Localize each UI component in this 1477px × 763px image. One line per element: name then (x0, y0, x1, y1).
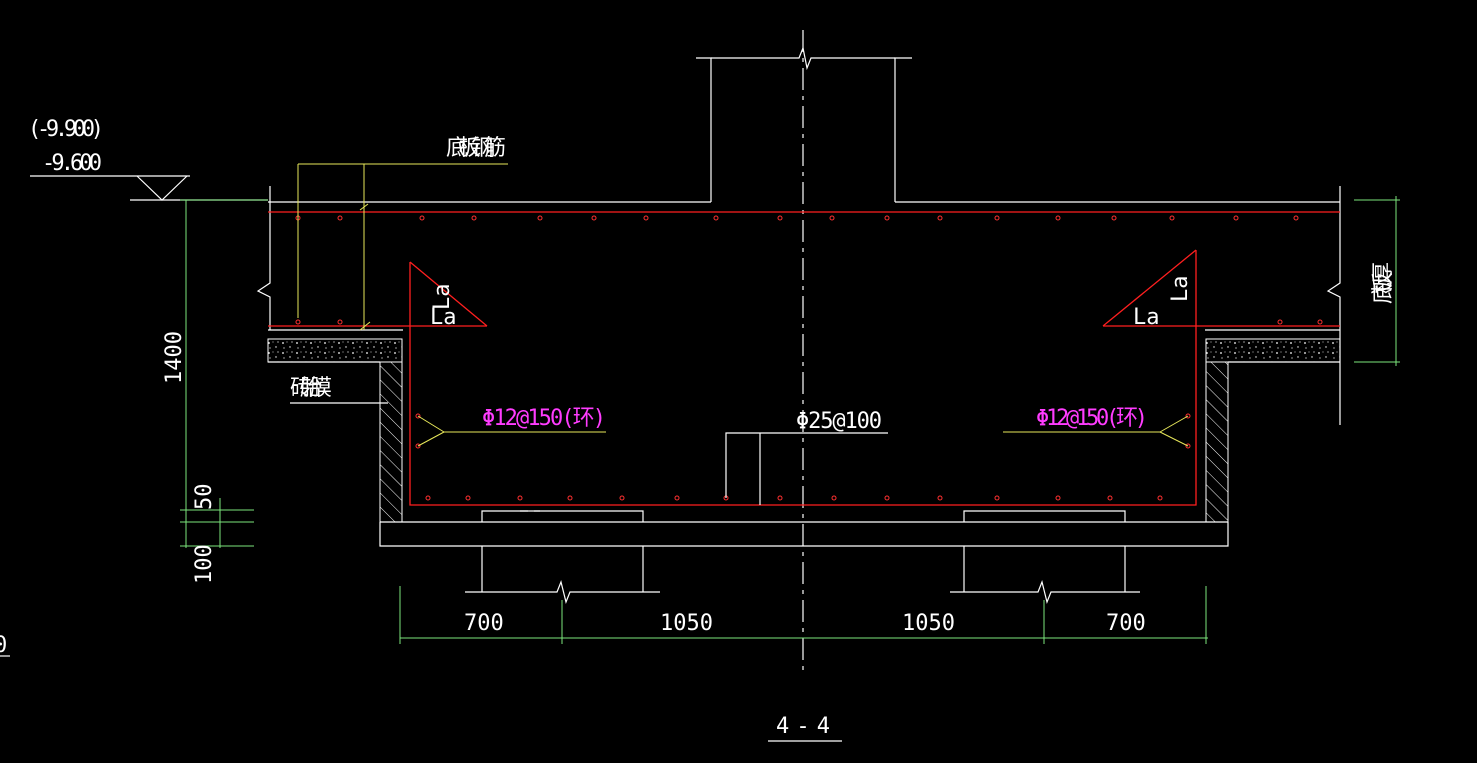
pit-bottom (379, 521, 1229, 547)
leader-lines (297, 163, 1189, 447)
membrane-label: 砖胎膜 (290, 376, 332, 401)
slab-rebar-label: 底板钢筋 (446, 136, 506, 161)
rebar (268, 211, 1340, 506)
elevation-marker (30, 175, 268, 201)
section-title: 4-4 (776, 714, 830, 739)
main-bar-leader (725, 432, 888, 505)
dim-1050-right-label: 1050 (902, 611, 955, 636)
pile-left (465, 510, 660, 604)
edge-fragment: 0 (0, 633, 7, 658)
dim-1400-label: 1400 (162, 331, 187, 384)
stirrup-left-label: Φ12@150(环) (482, 406, 606, 431)
dimension-lines (180, 196, 1400, 644)
elevation-top-label: (-9.900) (28, 117, 104, 142)
la-left-vertical: La (430, 284, 455, 311)
rebar-dots-top (295, 215, 1299, 221)
stirrup-right-label: Φ12@150(环) (1036, 406, 1148, 431)
column-outline (696, 45, 912, 202)
dim-700-left-label: 700 (464, 611, 504, 636)
elevation-bottom-label: -9.600 (42, 151, 102, 176)
brick-wall-left (379, 361, 403, 523)
brick-wall-right (1205, 361, 1229, 523)
pile-right (950, 510, 1140, 604)
rebar-dots-mid (295, 319, 1323, 325)
dim-50-label: 50 (192, 484, 217, 511)
dim-100-label: 100 (192, 544, 217, 584)
slab-thickness-label: 底板厚 (1371, 262, 1396, 304)
cushion-left (267, 338, 403, 363)
main-bar-label: Φ25@100 (796, 409, 882, 434)
dim-700-right-label: 700 (1106, 611, 1146, 636)
cushion-right (1205, 338, 1341, 363)
la-right-vertical: La (1168, 276, 1193, 303)
slab-outline (256, 186, 1341, 425)
dim-1050-left-label: 1050 (660, 611, 713, 636)
la-left-label: La (430, 305, 457, 330)
rebar-dots-bottom (415, 413, 1191, 501)
la-right-label: La (1133, 305, 1160, 330)
